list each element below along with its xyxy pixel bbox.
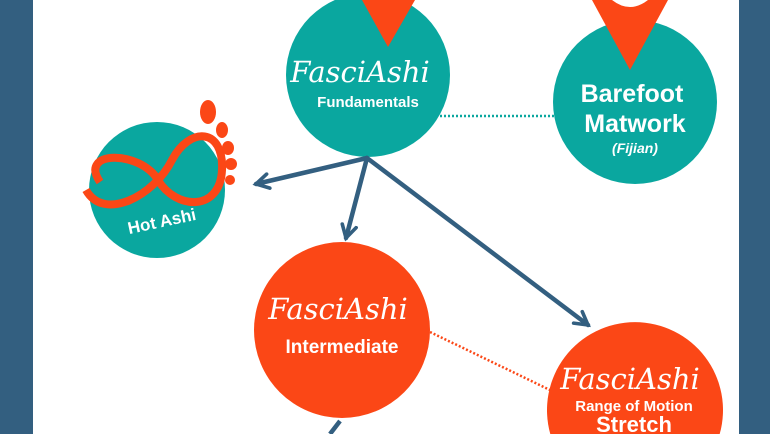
barefoot-sub: (Fijian)	[612, 140, 658, 156]
arrow-to-intermediate	[340, 155, 370, 242]
node-fundamentals	[286, 0, 450, 157]
rom-label-2: Stretch	[596, 412, 672, 437]
barefoot-label-1: Barefoot	[580, 80, 684, 108]
intermediate-brand: FasciAshi	[268, 292, 408, 326]
fundamentals-label: Fundamentals	[317, 94, 419, 111]
left-frame	[0, 0, 33, 434]
node-intermediate	[254, 242, 430, 418]
arrow-to-hot-ashi	[252, 155, 370, 190]
right-frame	[739, 0, 770, 434]
pin-hole-icon	[612, 0, 648, 7]
barefoot-label-2: Matwork	[584, 110, 686, 138]
pin-icon	[362, 0, 415, 47]
pin-icon	[592, 0, 668, 70]
arrow-to-rom	[364, 155, 591, 328]
intermediate-label: Intermediate	[285, 337, 399, 358]
node-hot-ashi	[89, 122, 225, 258]
footprint-infinity-icon	[82, 100, 237, 209]
arrow-from-intermediate	[328, 419, 342, 434]
node-rom	[547, 322, 723, 434]
fundamentals-brand: FasciAshi	[290, 55, 430, 89]
rom-label: Range of Motion	[575, 398, 693, 415]
rom-brand: FasciAshi	[560, 362, 700, 396]
dotted-link-orange	[429, 330, 551, 392]
node-barefoot	[553, 20, 717, 184]
